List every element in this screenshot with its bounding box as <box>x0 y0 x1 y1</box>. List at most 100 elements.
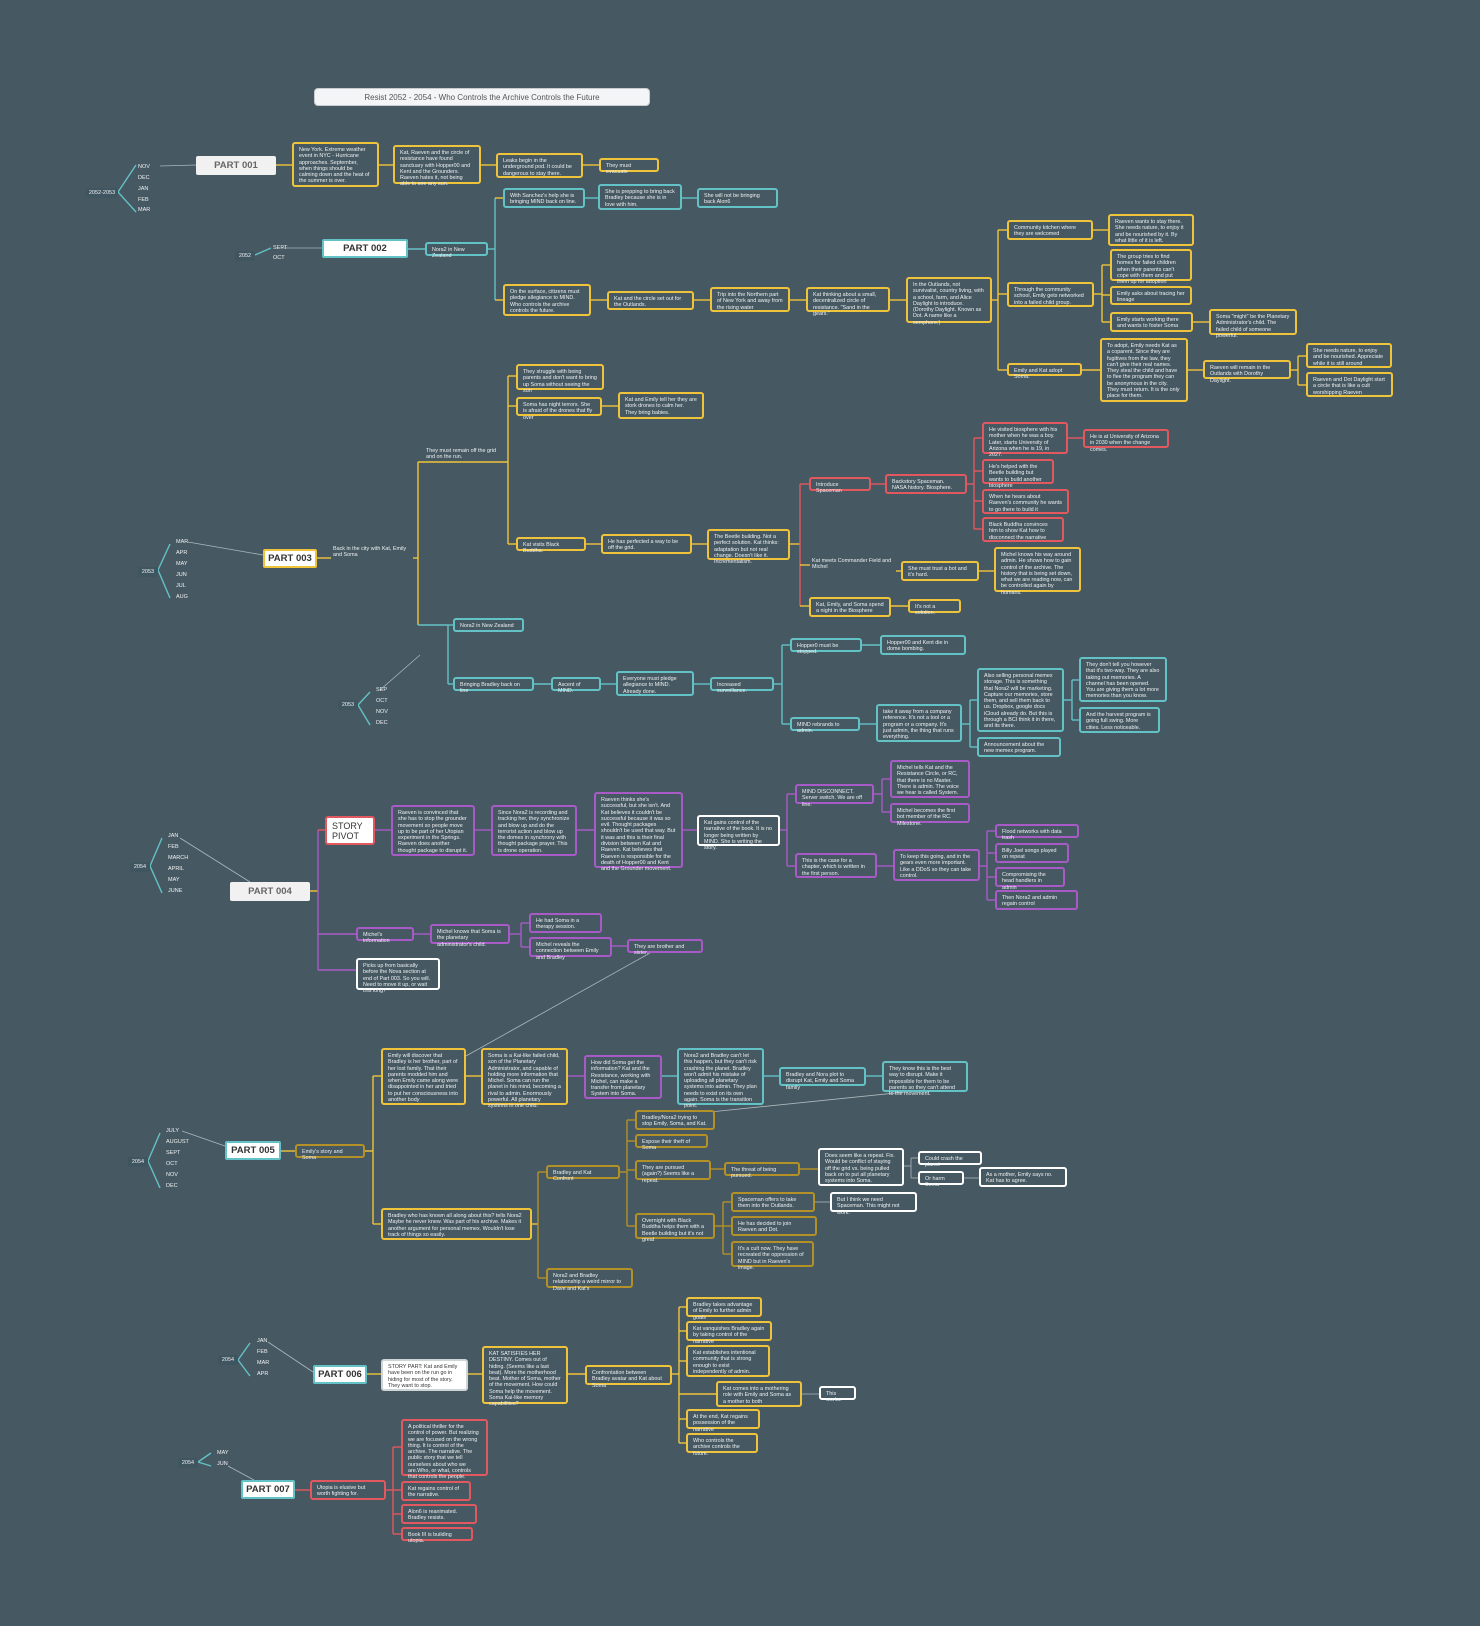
topic-node[interactable]: Utopia is elusive but worth fighting for… <box>310 1480 386 1500</box>
topic-node[interactable]: Ascent of MIND. <box>551 677 601 694</box>
topic-node[interactable]: She needs nature, to enjoy and be nouris… <box>1306 343 1392 368</box>
topic-node[interactable]: It's a cult now. They have recreated the… <box>731 1241 814 1271</box>
part-003-topic[interactable]: PART 003 <box>263 549 317 568</box>
topic-node[interactable]: Expose their theft of Soma <box>635 1134 708 1151</box>
topic-node[interactable]: Kat vanquishes Bradley again by taking c… <box>686 1321 772 1345</box>
topic-node[interactable]: They are pursued (again?) Seems like a r… <box>635 1160 711 1184</box>
topic-node[interactable]: Book III is building utopia. <box>401 1527 473 1544</box>
topic-node[interactable]: take it away from a company reference. I… <box>876 704 962 742</box>
topic-node[interactable]: Emily will discover that Bradley is her … <box>381 1048 466 1105</box>
topic-node[interactable]: He is at University of Arizona in 2030 w… <box>1083 429 1169 453</box>
topic-node[interactable]: Spaceman offers to take them into the Ou… <box>731 1192 815 1212</box>
topic-node[interactable]: Kat visits Black Buddha. <box>516 537 586 554</box>
topic-node[interactable]: Flood networks with data trash <box>995 824 1079 841</box>
topic-node[interactable]: Kat, Emily, and Soma spend a night in th… <box>809 597 891 617</box>
topic-node[interactable]: With Sanchez's help she is bringing MIND… <box>503 188 585 208</box>
topic-node[interactable]: Black Buddha convinces him to show Kat h… <box>982 517 1064 542</box>
topic-node[interactable]: It's not a solution. <box>908 599 961 616</box>
topic-node[interactable]: Trip into the Northern part of New York … <box>710 287 790 312</box>
topic-node[interactable]: Soma is a Kai-like failed child, son of … <box>481 1048 568 1109</box>
topic-node[interactable]: She will not be bringing back Alon6 <box>697 188 778 208</box>
topic-node[interactable]: Community kitchen where they are welcome… <box>1007 220 1093 240</box>
topic-node[interactable]: Does seem like a repeat. Fix. Would be c… <box>818 1148 904 1186</box>
topic-node[interactable]: They must evacuate <box>599 158 659 175</box>
topic-node[interactable]: Everyone must pledge allegiance to MIND.… <box>616 671 694 696</box>
topic-node[interactable]: Kat comes into a mothering role with Emi… <box>716 1381 802 1407</box>
topic-node[interactable]: Announcement about the new memex program… <box>977 737 1061 757</box>
topic-node[interactable]: They must remain off the grid and on the… <box>426 448 497 461</box>
topic-node[interactable]: Nora2 in New Zealand <box>425 242 488 259</box>
topic-node[interactable]: Kat and the circle set out for the Outla… <box>607 291 694 310</box>
topic-node[interactable]: When he hears about Raeven's community h… <box>982 489 1069 514</box>
topic-node[interactable]: But I think we need Spaceman. This might… <box>830 1192 917 1216</box>
topic-node[interactable]: MIND DISCONNECT. Server switch. We are o… <box>795 784 874 808</box>
topic-node[interactable]: They know this is the best way to disrup… <box>882 1061 968 1097</box>
story-pivot-topic[interactable]: STORY PIVOT <box>325 816 375 845</box>
topic-node[interactable]: Bradley takes advantage of Emily to furt… <box>686 1297 762 1321</box>
topic-node[interactable]: Could crash the planet <box>918 1151 982 1168</box>
part-004-topic[interactable]: PART 004 <box>230 882 310 901</box>
topic-node[interactable]: Bradley and Nora plot to disrupt Kat, Em… <box>779 1067 866 1091</box>
topic-node[interactable]: Emily's story and Soma <box>295 1144 365 1161</box>
topic-node[interactable]: Raeven wants to stay there. She needs na… <box>1108 214 1194 246</box>
topic-node[interactable]: A political thriller for the control of … <box>401 1419 488 1480</box>
topic-node[interactable]: He's helped with the Beetle building but… <box>982 459 1054 489</box>
topic-node[interactable]: Nora2 and Bradley can't let this happen,… <box>677 1048 764 1109</box>
topic-node[interactable]: Kat gains control of the narrative of th… <box>697 815 780 851</box>
topic-node[interactable]: Kat establishes intentional community th… <box>686 1345 770 1377</box>
topic-node[interactable]: Bradley who has known all along about th… <box>381 1208 532 1240</box>
topic-node[interactable]: This is the case for a chapter, which is… <box>795 853 877 878</box>
topic-node[interactable]: Hopper0 must be stopped. <box>790 638 862 655</box>
topic-node[interactable]: Leaks begin in the underground pod. It c… <box>496 153 583 178</box>
topic-node[interactable]: She must trust a bot and it's hard. <box>901 561 979 581</box>
topic-node[interactable]: They are brother and sister. <box>627 939 703 956</box>
topic-node[interactable]: STORY PART: Kat and Emily have been on t… <box>381 1359 468 1391</box>
topic-node[interactable]: Hopper00 and Kent die in dome bombing. <box>880 635 966 655</box>
topic-node[interactable]: Emily starts working there and wants to … <box>1110 312 1193 332</box>
topic-node[interactable]: Introduce Spaceman <box>809 477 871 494</box>
topic-node[interactable]: Bringing Bradley back on line <box>453 677 534 694</box>
topic-node[interactable]: Back in the city with Kat, Emily and Som… <box>333 546 407 559</box>
topic-node[interactable]: He visited biosphere with his mother whe… <box>982 422 1068 458</box>
topic-node[interactable]: She is prepping to bring back Bradley be… <box>598 184 682 210</box>
topic-node[interactable]: Who controls the archive controls the fu… <box>686 1433 758 1457</box>
topic-node[interactable]: Since Nora2 is recording and tracking he… <box>491 805 577 856</box>
topic-node[interactable]: Through the community school, Emily gets… <box>1007 282 1094 307</box>
topic-node[interactable]: Bradley and Kat Confront <box>546 1165 620 1182</box>
topic-node[interactable]: KAT SATISFIES HER DESTINY. Comes out of … <box>482 1346 568 1407</box>
topic-node[interactable]: Michel's information <box>356 927 414 944</box>
topic-node[interactable]: Raeven and Dot Daylight start a circle t… <box>1306 372 1393 397</box>
topic-node[interactable]: Michel becomes the first bot member of t… <box>890 803 970 827</box>
topic-node[interactable]: Raeven thinks she's successful, but she … <box>594 792 683 872</box>
topic-node[interactable]: Raeven will remain in the Outlands with … <box>1203 360 1291 384</box>
topic-node[interactable]: Kat thinking about a small, decentralize… <box>806 287 890 317</box>
topic-node[interactable]: Backstory Spaceman. NASA history. Biosph… <box>885 474 967 494</box>
topic-node[interactable]: They don't tell you however that it's tw… <box>1079 657 1167 702</box>
topic-node[interactable]: Michel knows his way around admin. He sh… <box>994 547 1081 596</box>
topic-node[interactable]: The group tries to find homes for failed… <box>1110 249 1192 285</box>
topic-node[interactable]: Nora2 in New Zealand <box>453 618 524 632</box>
topic-node[interactable]: At the end, Kat regains possession of th… <box>686 1409 760 1433</box>
topic-node[interactable]: This works. <box>819 1386 856 1403</box>
topic-node[interactable]: MIND rebrands to admin. <box>790 717 860 734</box>
topic-node[interactable]: On the surface, citizens must pledge all… <box>503 284 591 316</box>
topic-node[interactable]: Soma has night terrors. She is afraid of… <box>516 397 602 421</box>
topic-node[interactable]: Michel tells Kat and the Resistance Circ… <box>890 760 970 798</box>
topic-node[interactable]: And the harvest program is going full sw… <box>1079 707 1160 733</box>
topic-node[interactable]: Also selling personal memex storage. Thi… <box>977 668 1064 732</box>
topic-node[interactable]: Then Nora2 and admin regain control <box>995 890 1078 910</box>
topic-node[interactable]: How did Soma get the information? Kat an… <box>584 1055 662 1099</box>
topic-node[interactable]: Soma "might" be the Planetary Administra… <box>1209 309 1297 339</box>
part-005-topic[interactable]: PART 005 <box>225 1141 281 1160</box>
topic-node[interactable]: In the Outlands, not survivalist, countr… <box>906 277 992 326</box>
topic-node[interactable]: Nora2 and Bradley relationship a weird m… <box>546 1268 633 1292</box>
topic-node[interactable]: Michel reveals the connection between Em… <box>529 937 612 961</box>
topic-node[interactable]: He had Soma in a therapy session. <box>529 913 602 933</box>
topic-node[interactable]: Raeven is convinced that she has to stop… <box>391 805 475 856</box>
topic-node[interactable]: Overnight with Black Buddha helps them w… <box>635 1213 715 1243</box>
topic-node[interactable]: Increased surveillance. <box>710 677 774 694</box>
topic-node[interactable]: Alon6 is reanimated. Bradley resists. <box>401 1504 477 1524</box>
map-title[interactable]: Resist 2052 - 2054 - Who Controls the Ar… <box>314 88 650 106</box>
topic-node[interactable]: Picks up from basically before the Nova … <box>356 958 440 994</box>
topic-node[interactable]: As a mother, Emily says no. Kat has to a… <box>979 1167 1067 1187</box>
